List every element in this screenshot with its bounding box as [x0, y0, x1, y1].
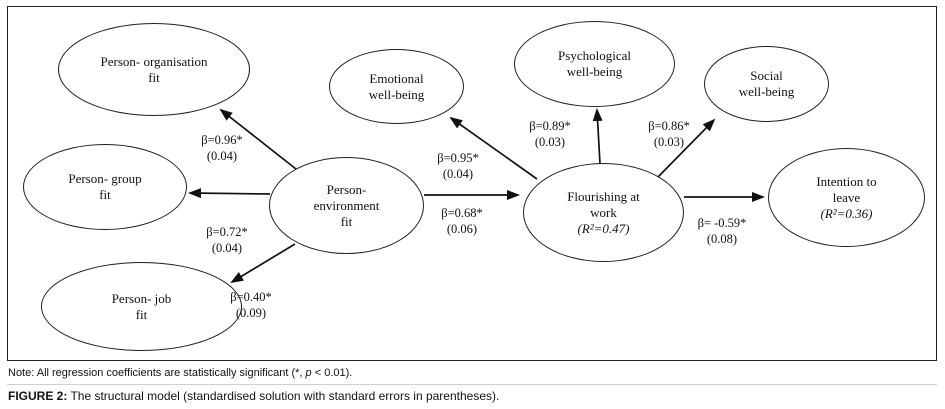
- node-r-squared: (R²=0.47): [577, 220, 630, 236]
- arrow-pe-to-job: [230, 243, 296, 284]
- path-arrows-layer: [188, 108, 765, 284]
- node-label-line: leave: [832, 189, 861, 205]
- standard-error: (0.06): [446, 221, 478, 236]
- node-label-line: Emotional: [369, 70, 424, 86]
- standard-error: (0.04): [442, 166, 474, 181]
- edge-label-pe-to-group: β=0.72* (0.04): [206, 225, 248, 256]
- arrow-pe-to-group: [188, 188, 271, 199]
- node-label-line: Person-: [326, 181, 367, 197]
- figure-caption: FIGURE 2: The structural model (standard…: [8, 389, 499, 403]
- node-label-line: fit: [340, 213, 353, 229]
- edge-label-fw-to-emotional: β=0.95* (0.04): [437, 151, 479, 182]
- beta-coefficient: β=0.40*: [230, 290, 272, 304]
- node-person-environment-fit: Person- environment fit: [269, 157, 424, 254]
- node-label-line: work: [590, 204, 617, 220]
- node-label-line: Flourishing at: [567, 188, 640, 204]
- edge-label-pe-to-flourishing: β=0.68* (0.06): [441, 206, 483, 237]
- node-social-well-being: Social well-being: [704, 46, 829, 122]
- arrow-fw-to-emotional: [449, 116, 538, 180]
- node-label-line: Person- organisation: [100, 53, 208, 69]
- structural-model-diagram: Person- organisation fit Person- group f…: [7, 6, 937, 361]
- node-label-line: well-being: [368, 86, 425, 102]
- node-person-job-fit: Person- job fit: [41, 262, 242, 351]
- arrow-fw-to-social: [657, 118, 716, 178]
- edge-label-pe-to-organisation: β=0.96* (0.04): [201, 133, 243, 164]
- beta-coefficient: β=0.96*: [201, 133, 243, 147]
- node-label-line: well-being: [738, 84, 795, 99]
- edge-label-fw-to-social: β=0.86* (0.03): [648, 119, 690, 150]
- note-italic-p: p: [305, 367, 312, 379]
- node-person-organisation-fit: Person- organisation fit: [58, 23, 250, 116]
- beta-coefficient: β=0.68*: [441, 206, 483, 220]
- node-label-line: well-being: [566, 64, 623, 79]
- standard-error: (0.03): [534, 134, 566, 149]
- node-emotional-well-being: Emotional well-being: [329, 49, 464, 124]
- node-psychological-well-being: Psychological well-being: [514, 21, 675, 107]
- standard-error: (0.03): [653, 134, 685, 149]
- standard-error: (0.08): [706, 231, 738, 246]
- beta-coefficient: β= -0.59*: [697, 216, 747, 230]
- node-label-line: Social: [750, 68, 783, 83]
- node-flourishing-at-work: Flourishing at work (R²=0.47): [523, 163, 684, 262]
- node-person-group-fit: Person- group fit: [23, 144, 187, 230]
- note-text: < 0.01).: [311, 367, 353, 379]
- node-label-line: Intention to: [816, 173, 877, 189]
- arrow-pe-to-organisation: [219, 108, 297, 170]
- standard-error: (0.04): [211, 240, 243, 255]
- node-label-line: environment: [313, 197, 380, 213]
- node-label-line: Psychological: [558, 48, 631, 63]
- figure-note: Note: All regression coefficients are st…: [8, 367, 352, 379]
- note-text: Note: All regression coefficients are st…: [8, 367, 306, 379]
- node-label-line: fit: [148, 69, 160, 85]
- node-label-line: fit: [135, 306, 148, 322]
- edge-label-pe-to-job: β=0.40* (0.09): [230, 290, 272, 321]
- figure-caption-label: FIGURE 2:: [8, 389, 68, 403]
- arrow-fw-to-psychological: [592, 108, 603, 165]
- beta-coefficient: β=0.86*: [648, 119, 690, 133]
- beta-coefficient: β=0.72*: [206, 225, 248, 239]
- node-label-line: fit: [99, 187, 111, 202]
- edge-label-fw-to-psychological: β=0.89* (0.03): [529, 119, 571, 150]
- node-label-line: Person- group: [68, 171, 142, 186]
- node-label-line: Person- job: [111, 290, 172, 306]
- node-intention-to-leave: Intention to leave (R²=0.36): [768, 148, 925, 247]
- node-r-squared: (R²=0.36): [820, 205, 873, 221]
- edge-label-fw-to-intention: β= -0.59* (0.08): [698, 216, 747, 247]
- caption-divider: [7, 384, 937, 385]
- figure-caption-text: The structural model (standardised solut…: [67, 389, 500, 403]
- standard-error: (0.09): [235, 305, 267, 320]
- standard-error: (0.04): [206, 148, 238, 163]
- beta-coefficient: β=0.89*: [529, 119, 571, 133]
- beta-coefficient: β=0.95*: [437, 151, 479, 165]
